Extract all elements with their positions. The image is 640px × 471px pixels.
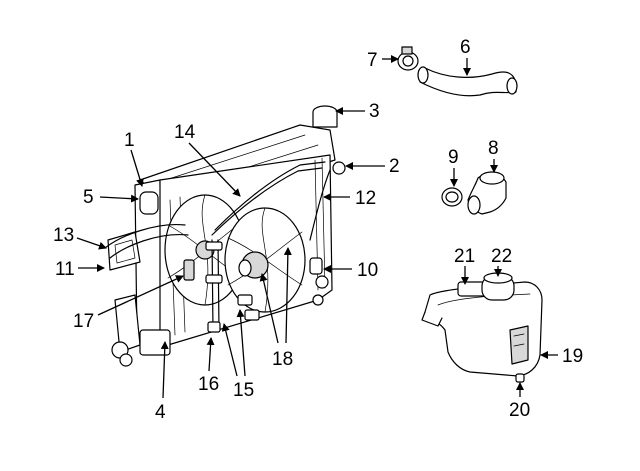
callout-label-6: 6 [460,37,471,58]
upper-hose-drawing [417,66,518,97]
callout-label-4: 4 [155,402,166,423]
leader-line-13 [76,237,107,250]
callout-label-20: 20 [509,400,530,421]
callout-label-10: 10 [357,260,378,281]
callouts: 1 2 3 4 5 6 7 8 9 10 11 12 13 [53,37,583,423]
callout-label-19: 19 [562,346,583,367]
callout-label-17: 17 [73,311,94,332]
callout-label-11: 11 [55,259,75,280]
callout-label-12: 12 [355,188,376,209]
callout-label-18: 18 [272,349,293,370]
leader-line-15b [236,309,246,377]
callout-label-7: 7 [367,50,378,71]
callout-label-9: 9 [448,147,459,168]
radiator-assembly-drawing [104,105,346,367]
lower-hose-drawing [467,171,507,215]
leader-line-18a [259,273,279,344]
leader-line-18b [283,247,292,344]
callout-label-8: 8 [488,138,499,159]
callout-label-2: 2 [389,156,400,177]
callout-label-13: 13 [53,225,74,246]
callout-label-5: 5 [83,187,94,208]
callout-label-14: 14 [174,122,196,143]
hose-clamp-drawing [397,46,419,71]
callout-label-16: 16 [198,374,219,395]
callout-label-3: 3 [369,101,380,122]
callout-label-1: 1 [124,130,135,151]
callout-label-15: 15 [233,380,254,401]
leader-line-17 [97,275,184,316]
leader-line-4 [160,341,169,399]
coolant-reservoir-drawing [421,272,543,383]
leader-line-16 [206,337,215,372]
leader-line-15a [221,323,238,377]
callout-label-22: 22 [491,246,512,267]
leader-line-14 [188,142,241,197]
small-clamp-drawing [441,187,463,207]
leader-line-5 [99,194,139,203]
callout-label-21: 21 [454,246,475,267]
leader-line-1 [130,149,144,187]
